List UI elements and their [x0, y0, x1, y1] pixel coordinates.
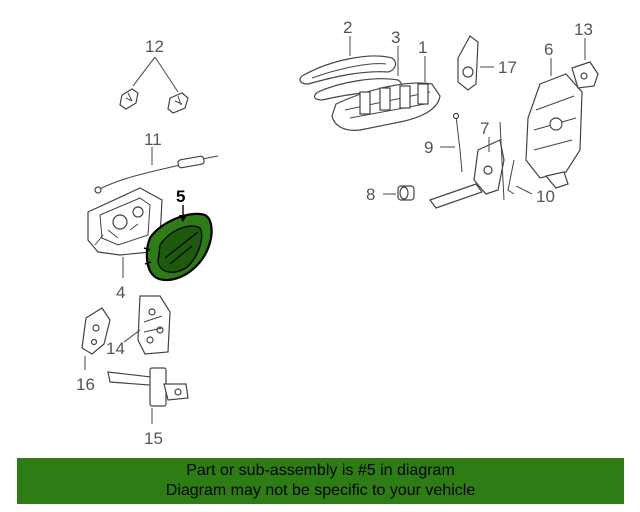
callout-16: 16 — [76, 375, 95, 394]
callout-10: 10 — [536, 187, 555, 206]
parts-diagram: 12 11 4 5 14 16 — [76, 18, 599, 448]
callout-15: 15 — [144, 429, 163, 448]
part-8-lock-cylinder — [397, 185, 415, 201]
callout-13: 13 — [574, 20, 593, 39]
part-17-gasket — [457, 35, 479, 91]
part-7-lever — [429, 121, 505, 209]
part-13-bracket — [571, 61, 599, 89]
part-11-cable — [94, 155, 219, 194]
part-10-rod-clip — [507, 159, 515, 195]
callout-5: 5 — [176, 187, 185, 206]
part-1-outside-handle — [331, 82, 441, 131]
part-6-actuator — [525, 73, 583, 189]
part-5-inside-handle — [143, 212, 213, 282]
callout-6: 6 — [544, 40, 553, 59]
part-16-shim — [81, 307, 111, 355]
footer-banner: Part or sub-assembly is #5 in diagram Di… — [17, 458, 624, 504]
callout-9: 9 — [424, 138, 433, 157]
part-9-rod — [452, 112, 463, 173]
callout-8: 8 — [366, 185, 375, 204]
callout-7: 7 — [480, 119, 489, 138]
callout-17: 17 — [498, 58, 517, 77]
callout-12: 12 — [145, 37, 164, 56]
footer-line-1: Part or sub-assembly is #5 in diagram — [186, 462, 455, 479]
callout-2: 2 — [343, 18, 352, 37]
part-12-clips — [119, 88, 189, 114]
callout-14: 14 — [106, 339, 125, 358]
callout-11: 11 — [144, 130, 162, 149]
callout-3: 3 — [391, 28, 400, 47]
part-2-bezel — [299, 55, 397, 85]
part-14-striker — [137, 295, 171, 355]
callout-4: 4 — [116, 283, 125, 302]
footer-line-2: Diagram may not be specific to your vehi… — [165, 482, 476, 499]
callout-1: 1 — [418, 38, 427, 57]
part-15-check-strap — [107, 367, 189, 407]
